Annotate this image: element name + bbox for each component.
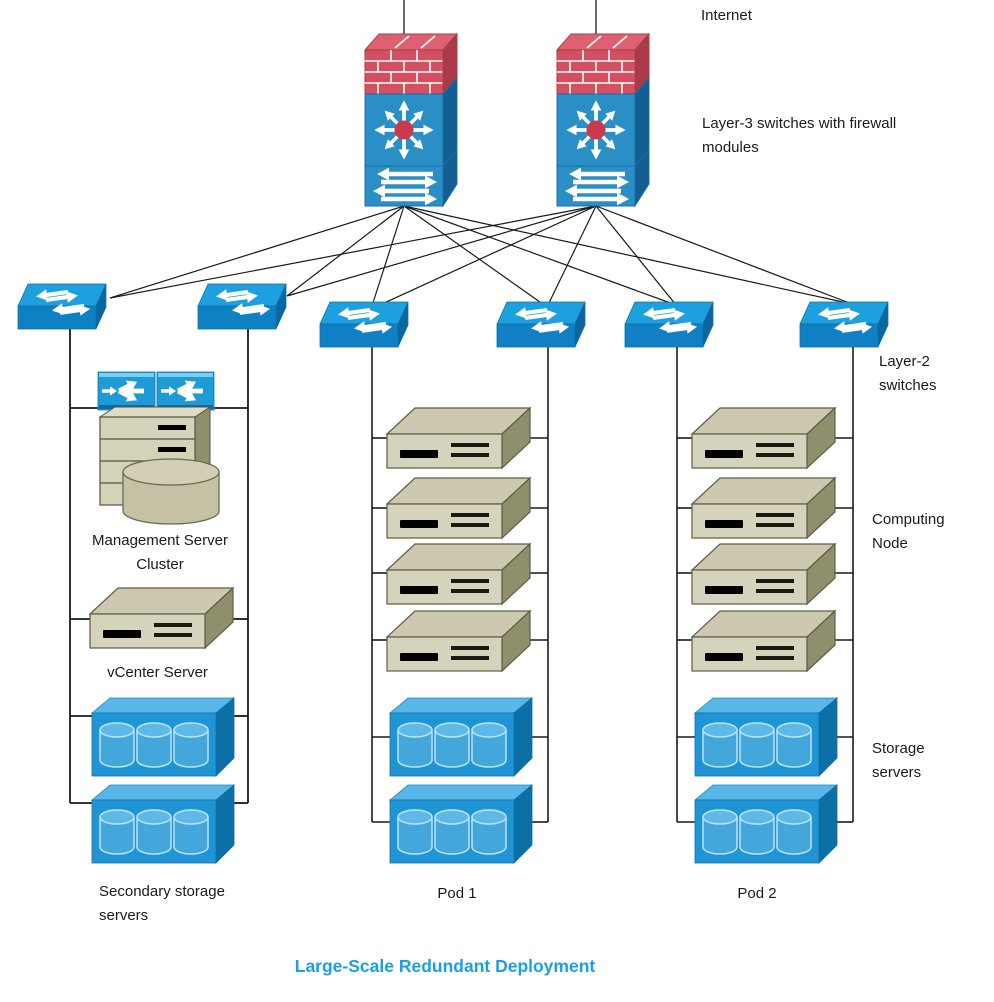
pod1-storage-server-2 [390, 785, 532, 863]
vcenter-server [89, 587, 234, 649]
layer2-switch-1 [18, 284, 106, 329]
layer2-switch-4 [497, 302, 585, 347]
internet-label: Internet [701, 7, 752, 24]
pod1-label: Pod 1 [437, 885, 477, 902]
secondary-storage-server-2 [92, 785, 234, 863]
pod1-computing-node-4 [386, 610, 531, 672]
pod1-computing-node-2 [386, 477, 531, 539]
layer2-switch-5 [625, 302, 713, 347]
pod2-computing-node-4 [691, 610, 836, 672]
layer2-switch-6 [800, 302, 888, 347]
pod2-computing-node-2 [691, 477, 836, 539]
diagram-title: Large-Scale Redundant Deployment [294, 956, 596, 976]
pod2-storage-server-2 [695, 785, 837, 863]
pod1-links [371, 347, 549, 823]
computing-node-label: Computing Node [872, 511, 945, 553]
pod2-links [676, 347, 854, 823]
management-cluster-label: Management Server Cluster [92, 532, 228, 574]
cluster-switch-2 [157, 372, 214, 410]
secondary-storage-server-1 [92, 698, 234, 776]
pod1-computing-node-1 [386, 407, 531, 469]
layer3-firewall-switch-2 [557, 34, 649, 206]
pod2-storage-server-1 [695, 698, 837, 776]
internet-uplinks [403, 0, 597, 36]
secondary-storage-label: Secondary storage servers [99, 883, 225, 925]
layer3-label: Layer-3 switches with firewall modules [702, 115, 897, 157]
layer2-label: Layer-2 switches [879, 353, 937, 395]
vcenter-label: vCenter Server [107, 664, 208, 681]
pod1-storage-server-1 [390, 698, 532, 776]
management-database-cylinder [122, 458, 220, 525]
layer2-switch-3 [320, 302, 408, 347]
cluster-switch-1 [98, 372, 155, 410]
layer2-switch-2 [198, 284, 286, 329]
uplink-mesh [109, 205, 853, 310]
storage-servers-label: Storage servers [872, 740, 925, 782]
pod2-computing-node-1 [691, 407, 836, 469]
pod1-computing-node-3 [386, 543, 531, 605]
pod2-computing-node-3 [691, 543, 836, 605]
layer3-firewall-switch-1 [365, 34, 457, 206]
pod2-label: Pod 2 [737, 885, 777, 902]
